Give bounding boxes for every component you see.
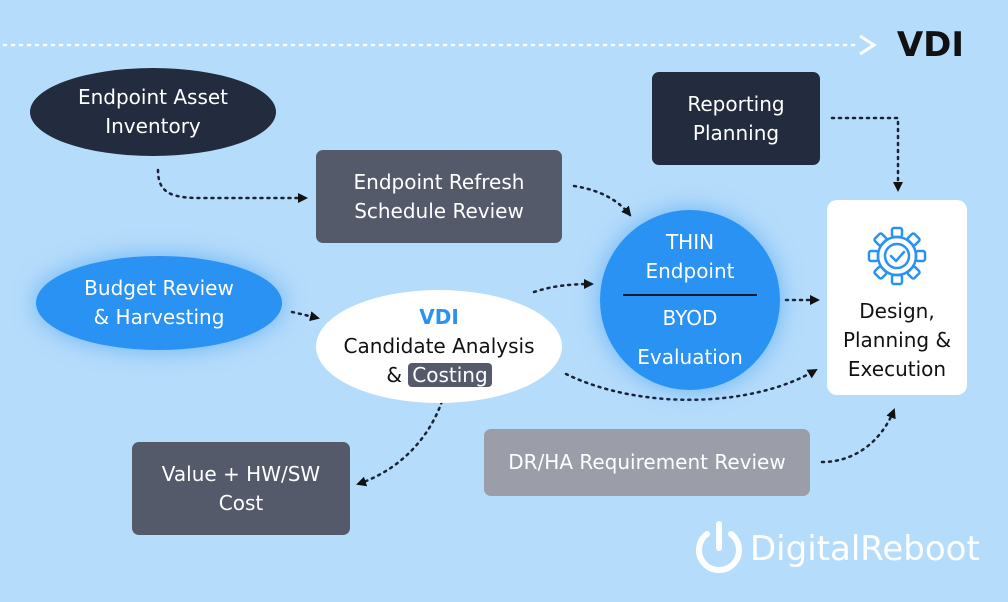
node-label: Endpoint Asset: [77, 85, 229, 109]
header-title: VDI: [896, 25, 964, 65]
power-icon: [696, 521, 742, 573]
node-thin-endpoint-evaluation: THIN Endpoint BYOD Evaluation: [600, 210, 780, 390]
arrow-asset-to-refresh: [156, 168, 308, 203]
brand-logo: DigitalReboot: [692, 520, 982, 578]
node-title: VDI: [419, 305, 459, 329]
arrow-vdi-to-thin: [532, 279, 594, 294]
arrow-refresh-to-thin: [572, 184, 632, 217]
node-endpoint-refresh-review: Endpoint Refresh Schedule Review: [316, 150, 562, 243]
arrow-vdi-to-design: [564, 368, 818, 402]
node-label: Schedule Review: [354, 198, 524, 223]
node-label: Endpoint Refresh: [353, 169, 525, 194]
arrow-drha-to-design: [820, 408, 896, 464]
node-label: & Harvesting: [93, 305, 225, 329]
node-label: Planning: [692, 120, 780, 145]
node-endpoint-asset-inventory: Endpoint Asset Inventory: [30, 68, 276, 156]
arrow-budget-to-vdi: [290, 310, 320, 322]
node-label: Candidate Analysis: [343, 334, 535, 358]
node-label: BYOD: [662, 306, 718, 330]
node-budget-review: Budget Review & Harvesting: [36, 256, 282, 350]
highlighted-label: Costing: [408, 363, 492, 387]
node-label: Design,: [859, 299, 935, 323]
node-label: DR/HA Requirement Review: [508, 450, 786, 474]
node-label: Value + HW/SW: [161, 461, 321, 486]
node-label: Planning &: [842, 328, 952, 352]
arrow-vdi-to-value: [356, 386, 448, 487]
node-reporting-planning: Reporting Planning: [652, 72, 820, 165]
node-label: THIN: [665, 230, 715, 254]
node-label: Endpoint: [645, 259, 735, 283]
node-label: &: [386, 363, 402, 387]
divider: [623, 294, 757, 296]
node-label: Cost: [218, 490, 264, 515]
node-value-cost: Value + HW/SW Cost: [132, 442, 350, 535]
arrow-reporting-to-design: [830, 116, 903, 192]
gear-check-icon: [867, 226, 927, 286]
node-label: Execution: [847, 357, 947, 381]
node-drha-requirement-review: DR/HA Requirement Review: [484, 429, 810, 496]
brand-name: DigitalReboot: [750, 529, 980, 569]
header-arrowhead: [859, 34, 877, 56]
node-label-row: & Costing: [386, 361, 492, 390]
node-label: Evaluation: [637, 345, 743, 369]
node-label: Budget Review: [84, 276, 234, 300]
node-vdi-candidate-analysis: VDI Candidate Analysis & Costing: [316, 290, 562, 403]
node-label: Reporting: [687, 91, 785, 116]
node-label: Inventory: [105, 114, 201, 138]
node-design-planning-execution: Design, Planning & Execution: [827, 200, 967, 395]
